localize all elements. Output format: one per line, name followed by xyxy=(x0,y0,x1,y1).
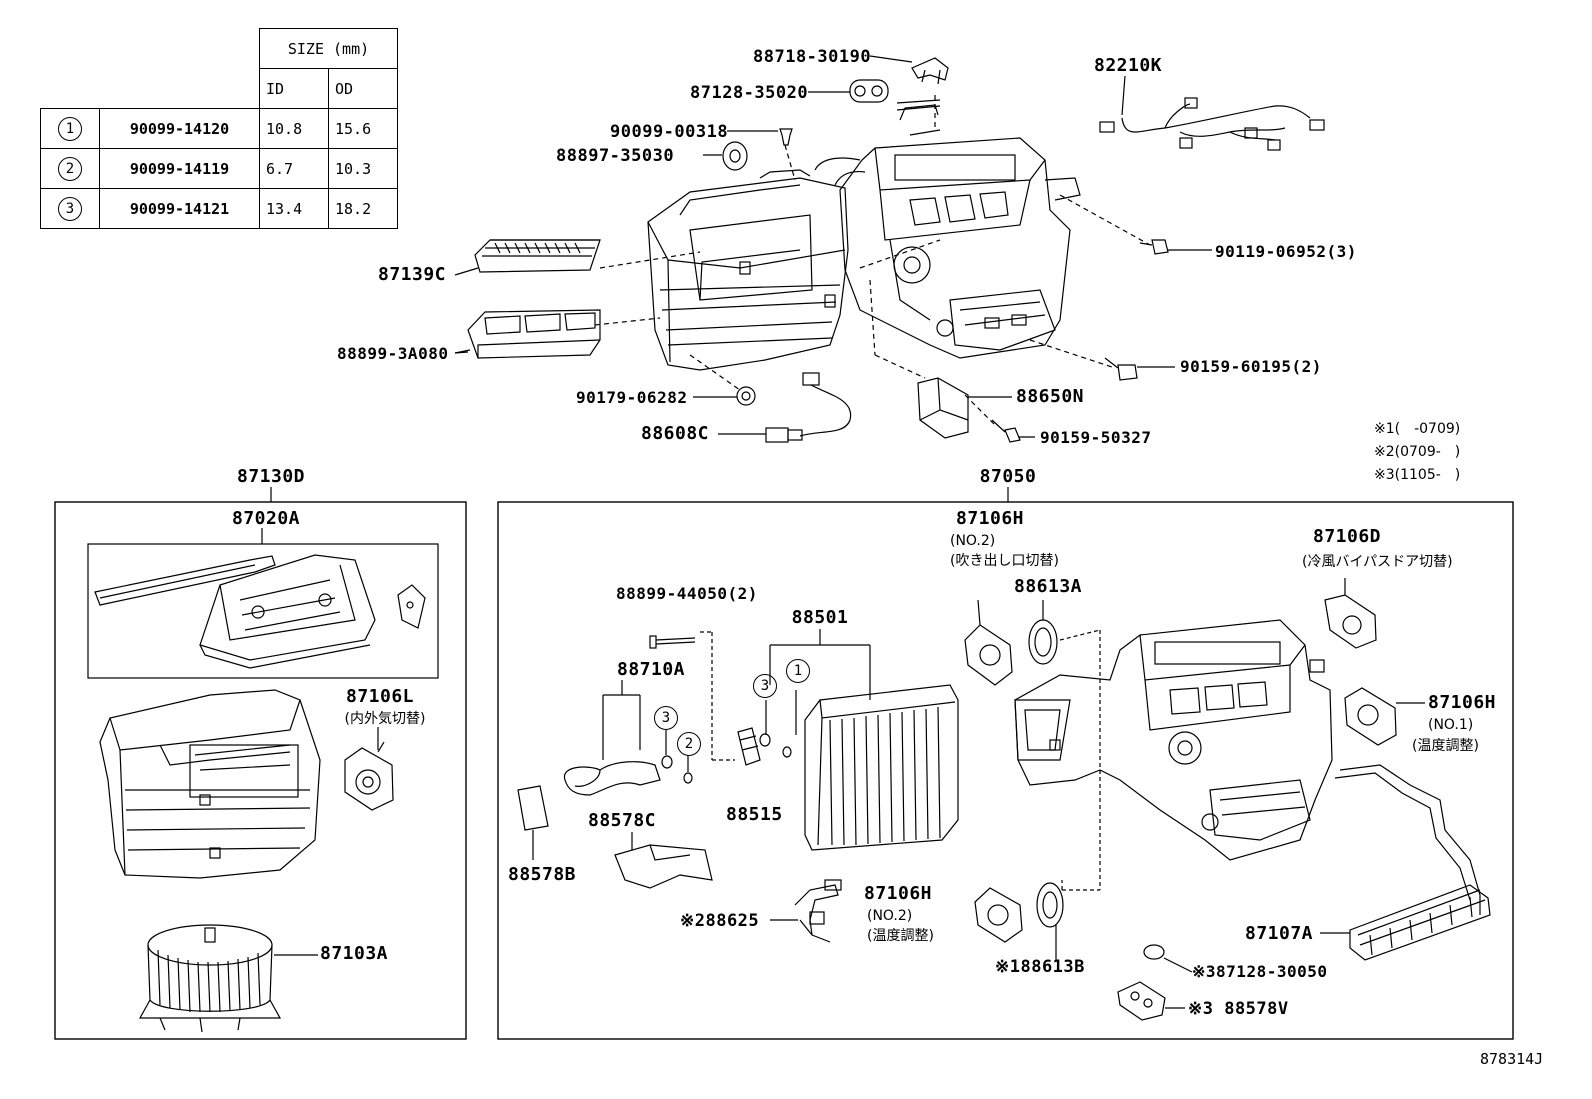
label-87103A: 87103A xyxy=(320,943,389,964)
row-index: 1 xyxy=(58,116,82,141)
label-87107A: 87107A xyxy=(1245,923,1314,944)
row-od: 10.3 xyxy=(328,148,398,189)
sub-box-frame xyxy=(87,543,439,679)
leader-lines xyxy=(454,55,1212,921)
label-88501: 88501 xyxy=(791,607,849,628)
label-90179-06282: 90179-06282 xyxy=(576,388,688,407)
label-87128-30050: ※387128-30050 xyxy=(1192,962,1328,981)
label-88578V: ※3 88578V xyxy=(1188,999,1289,1019)
label-88718-30190: 88718-30190 xyxy=(753,47,872,67)
label-87050: 87050 xyxy=(979,466,1037,487)
note-3: ※3(1105- ) xyxy=(1374,467,1461,483)
circle-3-a: 3 xyxy=(753,674,777,698)
label-90159-50327: 90159-50327 xyxy=(1040,428,1152,447)
col-id: ID xyxy=(259,68,329,109)
label-87106D-desc: (冷風バイパスドア切替) xyxy=(1302,554,1453,570)
circle-3-a-text: 3 xyxy=(753,674,777,698)
row-id: 13.4 xyxy=(259,188,329,229)
label-87128-35020: 87128-35020 xyxy=(690,83,809,103)
label-88613A: 88613A xyxy=(1014,576,1083,597)
size-table: SIZE (mm) ID OD 1 90099-14120 10.8 15.6 … xyxy=(40,28,398,229)
label-87020A: 87020A xyxy=(231,508,301,529)
label-87106D: 87106D xyxy=(1312,526,1382,547)
label-87106H-bottom-no: (NO.2) xyxy=(867,908,913,924)
label-88899-3A080: 88899-3A080 xyxy=(337,344,449,363)
row-od: 15.6 xyxy=(328,108,398,149)
label-90159-60195: 90159-60195(2) xyxy=(1180,357,1322,376)
row-index: 3 xyxy=(58,196,82,221)
label-87106L-desc: (内外気切替) xyxy=(344,711,426,727)
label-87106H-top: 87106H xyxy=(955,508,1025,529)
table-row: 2 90099-14119 6.7 10.3 xyxy=(40,148,398,189)
label-87106H-bottom-desc: (温度調整) xyxy=(867,928,934,944)
label-88608C: 88608C xyxy=(641,423,710,444)
label-88515: 88515 xyxy=(726,804,783,825)
label-87130D: 87130D xyxy=(236,466,306,487)
table-row: 1 90099-14120 10.8 15.6 xyxy=(40,108,398,149)
label-88899-44050: 88899-44050(2) xyxy=(616,584,758,603)
table-row: 3 90099-14121 13.4 18.2 xyxy=(40,188,398,229)
label-87139C: 87139C xyxy=(378,264,447,285)
label-88650N: 88650N xyxy=(1016,386,1085,407)
label-88897-35030: 88897-35030 xyxy=(556,146,675,166)
circle-3-b-text: 3 xyxy=(654,706,678,730)
note-2: ※2(0709- ) xyxy=(1374,444,1461,460)
left-box-parts xyxy=(94,554,426,1033)
label-87106H-bottom: 87106H xyxy=(864,883,933,904)
row-index: 2 xyxy=(58,156,82,181)
label-88578C: 88578C xyxy=(588,810,657,831)
label-88613B: ※188613B xyxy=(995,957,1085,977)
label-90099-00318: 90099-00318 xyxy=(610,122,729,142)
row-od: 18.2 xyxy=(328,188,398,229)
left-box-frame xyxy=(54,501,467,1040)
circle-1-text: 1 xyxy=(786,659,810,683)
label-87106H-right-no: (NO.1) xyxy=(1428,717,1474,733)
row-part: 90099-14121 xyxy=(99,188,260,229)
right-box-parts xyxy=(517,578,1491,1021)
drawing-id: 878314J xyxy=(1480,1050,1544,1068)
label-82210K: 82210K xyxy=(1094,55,1163,76)
circle-2: 2 xyxy=(677,732,701,756)
label-87106L: 87106L xyxy=(345,686,415,707)
label-87106H-right-desc: (温度調整) xyxy=(1412,738,1479,754)
label-88625: ※288625 xyxy=(680,911,760,931)
row-id: 6.7 xyxy=(259,148,329,189)
top-hvac-assembly xyxy=(467,57,1325,443)
row-part: 90099-14119 xyxy=(99,148,260,189)
circle-3-b: 3 xyxy=(654,706,678,730)
circle-1: 1 xyxy=(786,659,810,683)
label-87106H-right: 87106H xyxy=(1428,692,1497,713)
label-88710A: 88710A xyxy=(616,659,686,680)
label-87106H-top-no: (NO.2) xyxy=(950,533,996,549)
label-90119-06952: 90119-06952(3) xyxy=(1215,242,1357,261)
circle-2-text: 2 xyxy=(677,732,701,756)
size-header: SIZE (mm) xyxy=(259,28,398,69)
right-box-frame xyxy=(497,501,1514,1040)
note-1: ※1( -0709) xyxy=(1374,421,1461,437)
label-88578B: 88578B xyxy=(508,864,577,885)
label-87106H-top-desc: (吹き出し口切替) xyxy=(950,553,1059,569)
